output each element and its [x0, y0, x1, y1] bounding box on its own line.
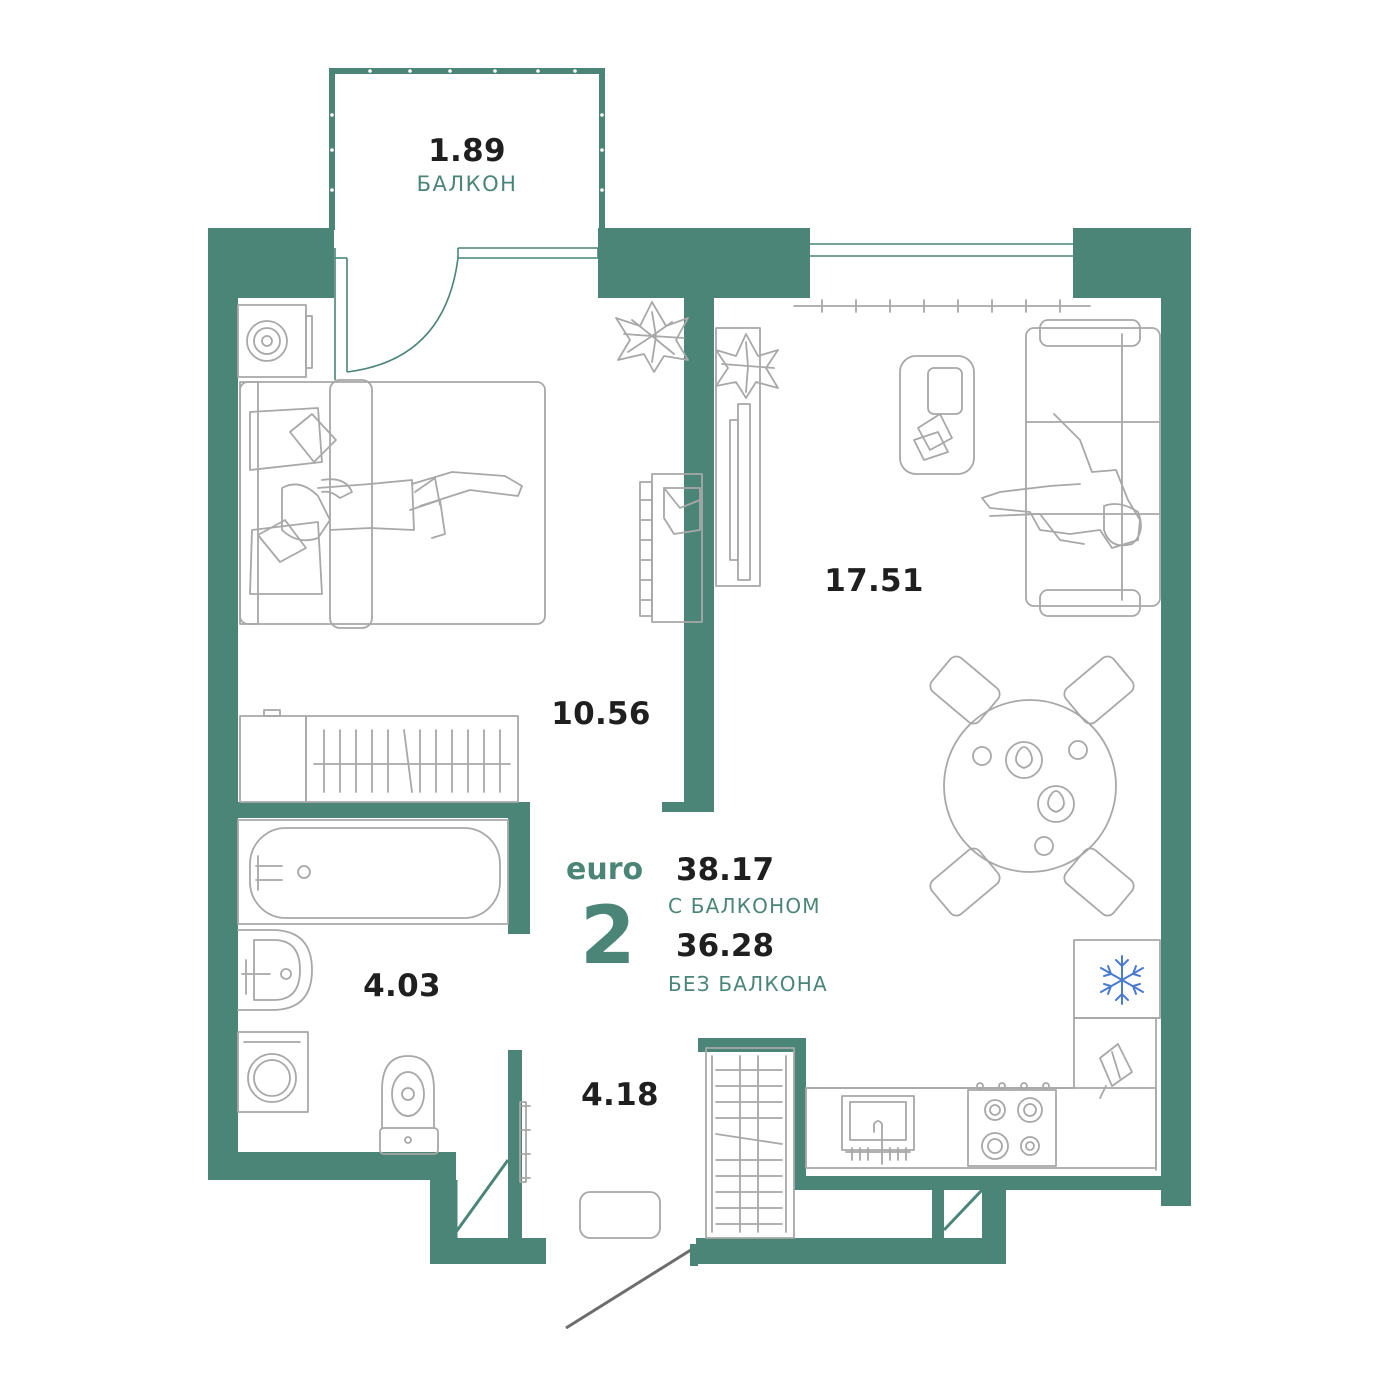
entrance-door	[565, 1244, 698, 1330]
cutting-board-icon	[1099, 1043, 1133, 1099]
dining-table-icon	[929, 655, 1135, 917]
shaft	[454, 1159, 984, 1238]
fridge	[1073, 939, 1161, 1019]
balcony	[329, 68, 605, 380]
snowflake-icon	[1100, 955, 1144, 1005]
kitchen-counter	[805, 1017, 1161, 1171]
window	[810, 243, 1073, 257]
toilet-icon	[379, 1055, 439, 1155]
coffee-table	[899, 355, 975, 475]
walls	[208, 228, 1191, 1264]
bedroom-area: 10.56	[551, 696, 651, 732]
total-with-balcony: 38.17	[676, 852, 775, 888]
tv-icon	[715, 327, 761, 587]
apartment-prefix: euro	[566, 852, 644, 887]
bathroom-area: 4.03	[363, 968, 441, 1004]
washing-machine-icon	[237, 304, 313, 378]
balcony-name: БАЛКОН	[416, 172, 518, 196]
total-without-balcony: 36.28	[676, 928, 775, 964]
coat-hooks	[519, 1101, 531, 1183]
bed-icon	[239, 379, 546, 629]
curtain	[793, 299, 1091, 313]
rug	[579, 1191, 661, 1239]
balcony-area: 1.89	[428, 133, 506, 169]
stove-icon	[967, 1082, 1057, 1167]
bathtub-icon	[237, 819, 509, 925]
furniture	[237, 299, 1161, 1239]
desk	[639, 473, 703, 623]
sink-icon	[237, 929, 313, 1011]
living-kitchen-area: 17.51	[824, 563, 924, 599]
with-balcony-label: С БАЛКОНОМ	[668, 894, 821, 918]
plant-icon	[715, 333, 779, 399]
sofa-icon	[981, 319, 1161, 617]
without-balcony-label: БЕЗ БАЛКОНА	[668, 972, 828, 996]
plant-icon	[615, 301, 689, 373]
radiator-icon	[239, 709, 519, 803]
radiator-icon	[705, 1047, 795, 1239]
hallway-area: 4.18	[581, 1077, 659, 1113]
room-count: 2	[580, 889, 636, 982]
washing-machine-icon	[237, 1031, 309, 1113]
